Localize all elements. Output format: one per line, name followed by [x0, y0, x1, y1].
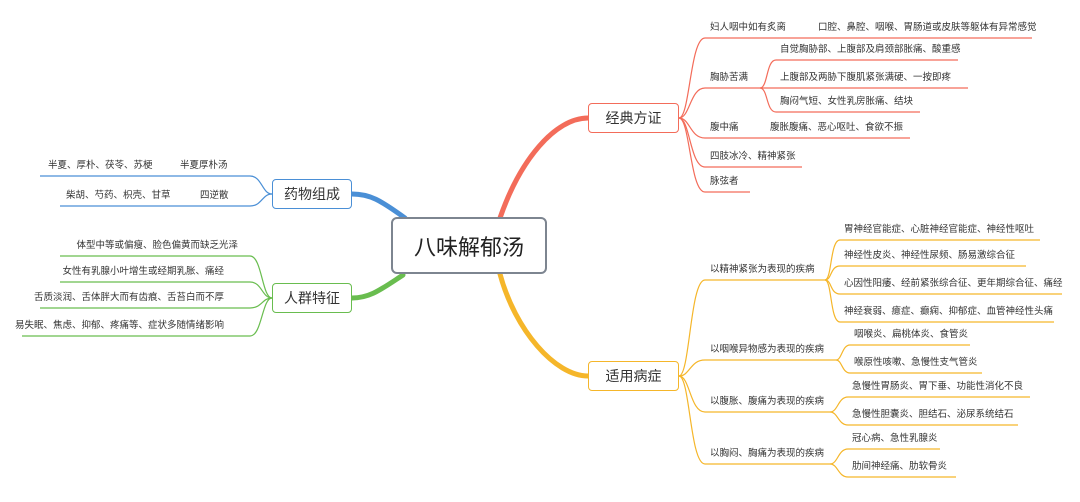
classic-item-label[interactable]: 四肢冰冷、精神紧张: [710, 151, 796, 162]
population-item-label[interactable]: 舌质淡润、舌体胖大而有齿痕、舌苔白而不厚: [33, 292, 224, 303]
indications-detail-label[interactable]: 急慢性胃肠炎、胃下垂、功能性消化不良: [852, 381, 1024, 392]
indications-detail-label[interactable]: 心因性阳痿、经前紧张综合征、更年期综合征、痛经: [844, 278, 1063, 289]
trunk-indications: [497, 271, 591, 379]
herbs-item-label[interactable]: 半夏厚朴汤: [180, 160, 228, 171]
classic-item-label[interactable]: 脉弦者: [710, 176, 739, 187]
indications-item-label[interactable]: 以咽喉异物感为表现的疾病: [710, 344, 825, 355]
indications-detail-label[interactable]: 咽喉炎、扁桃体炎、食管炎: [854, 329, 969, 340]
indications-item-label[interactable]: 以精神紧张为表现的疾病: [710, 264, 815, 275]
indications-detail-label[interactable]: 肋间神经痛、肋软骨炎: [852, 461, 948, 472]
indications-detail-label[interactable]: 神经衰弱、癔症、癫痫、抑郁症、血管神经性头痛: [844, 306, 1054, 317]
herbs-links: [40, 175, 273, 207]
indications-item-label[interactable]: 以腹胀、腹痛为表现的疾病: [710, 396, 825, 407]
indications-detail-label[interactable]: 急慢性胆囊炎、胆结石、泌尿系统结石: [852, 409, 1014, 420]
population-item-label[interactable]: 易失眠、焦虑、抑郁、疼痛等、症状多随情绪影响: [14, 320, 224, 331]
herbs-detail-label[interactable]: 柴胡、芍药、枳壳、甘草: [66, 190, 171, 201]
indications-item-label[interactable]: 以胸闷、胸痛为表现的疾病: [710, 448, 825, 459]
indications-detail-label[interactable]: 胃神经官能症、心脏神经官能症、神经性呕吐: [844, 224, 1035, 235]
classic-detail-label[interactable]: 腹胀腹痛、恶心呕吐、食欲不振: [770, 122, 904, 133]
indications-detail-label[interactable]: 冠心病、急性乳腺炎: [852, 433, 938, 444]
population-item-label[interactable]: 女性有乳腺小叶增生或经期乳胀、痛经: [62, 266, 224, 277]
trunk-herbs: [349, 191, 408, 221]
classic-detail-label[interactable]: 口腔、鼻腔、咽喉、胃肠道或皮肤等躯体有异常感觉: [818, 22, 1037, 33]
classic-detail-label[interactable]: 胸闷气短、女性乳房胀痛、结块: [780, 96, 914, 107]
population-links: [22, 255, 273, 337]
trunk-population: [349, 272, 406, 301]
branch-herbs[interactable]: 药物组成: [272, 179, 352, 209]
classic-item-label[interactable]: 胸胁苦满: [710, 72, 749, 83]
branch-indications[interactable]: 适用病症: [588, 361, 679, 391]
classic-item-label[interactable]: 腹中痛: [710, 122, 739, 133]
classic-detail-label[interactable]: 上腹部及两胁下腹肌紧张满硬、一按即疼: [780, 72, 952, 83]
root-node[interactable]: 八味解郁汤: [391, 217, 547, 274]
population-item-label[interactable]: 体型中等或偏瘦、脸色偏黄而缺乏光泽: [76, 240, 238, 251]
classic-links: [678, 37, 1032, 193]
classic-item-label[interactable]: 妇人咽中如有炙脔: [710, 22, 787, 33]
branch-classic[interactable]: 经典方证: [588, 103, 679, 133]
herbs-detail-label[interactable]: 半夏、厚朴、茯苓、苏梗: [48, 160, 153, 171]
indications-links: [678, 239, 1062, 478]
trunk-classic: [497, 115, 591, 221]
indications-detail-label[interactable]: 喉原性咳嗽、急慢性支气管炎: [854, 357, 978, 368]
indications-detail-label[interactable]: 神经性皮炎、神经性尿频、肠易激综合征: [844, 250, 1016, 261]
herbs-item-label[interactable]: 四逆散: [200, 190, 229, 201]
branch-population[interactable]: 人群特征: [272, 283, 352, 313]
classic-detail-label[interactable]: 自觉胸胁部、上腹部及肩颈部胀痛、酸重感: [780, 44, 961, 55]
